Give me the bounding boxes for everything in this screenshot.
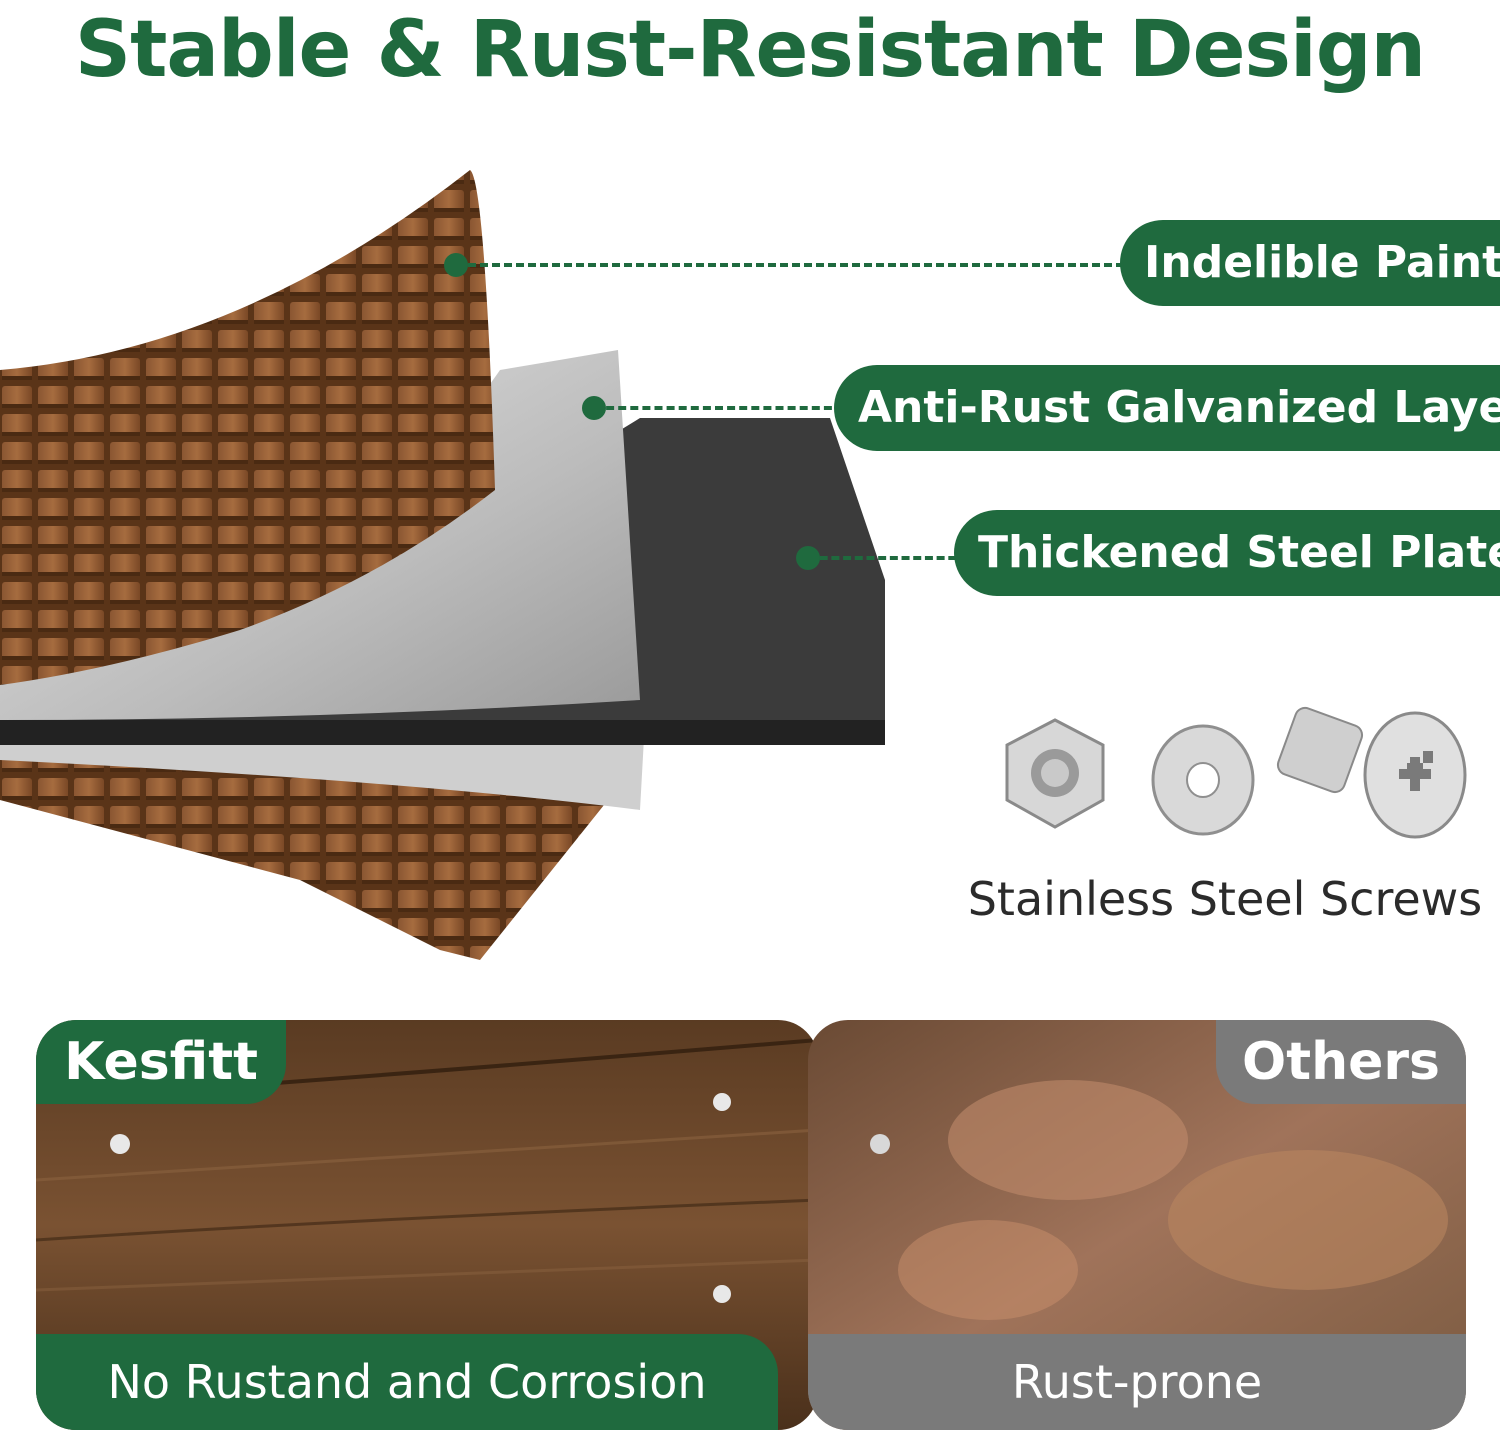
label-indelible-paint: Indelible Paint (1120, 220, 1500, 306)
washer-icon (1151, 724, 1255, 836)
others-badge: Others (1216, 1020, 1466, 1104)
screw-icon (1276, 706, 1467, 839)
layer-illustration (0, 170, 885, 960)
label-thickened-steel-plate: Thickened Steel Plate (954, 510, 1500, 596)
marker-dot-paint (444, 253, 468, 277)
comparison-panel-kesfitt: Kesfitt No Rustand and Corrosion (36, 1020, 818, 1430)
marker-dot-galvanized (582, 396, 606, 420)
leader-line-paint (456, 263, 1136, 267)
hardware-group (1005, 706, 1467, 839)
marker-dot-steel (796, 546, 820, 570)
leader-line-galvanized (594, 406, 844, 410)
label-anti-rust-galvanized-layer: Anti-Rust Galvanized Layer (834, 365, 1500, 451)
page-title: Stable & Rust-Resistant Design (74, 5, 1426, 95)
others-caption: Rust-prone (808, 1334, 1466, 1430)
hex-nut-icon (1005, 718, 1105, 829)
leader-line-steel (808, 556, 968, 560)
wood-grain-layer-icon (0, 170, 495, 685)
kesfitt-caption: No Rustand and Corrosion (36, 1334, 778, 1430)
wood-grain-layer-lower-icon (0, 760, 640, 960)
comparison-panel-others: Others Rust-prone (808, 1020, 1466, 1430)
screws-caption: Stainless Steel Screws (967, 872, 1483, 926)
kesfitt-badge: Kesfitt (36, 1020, 286, 1104)
